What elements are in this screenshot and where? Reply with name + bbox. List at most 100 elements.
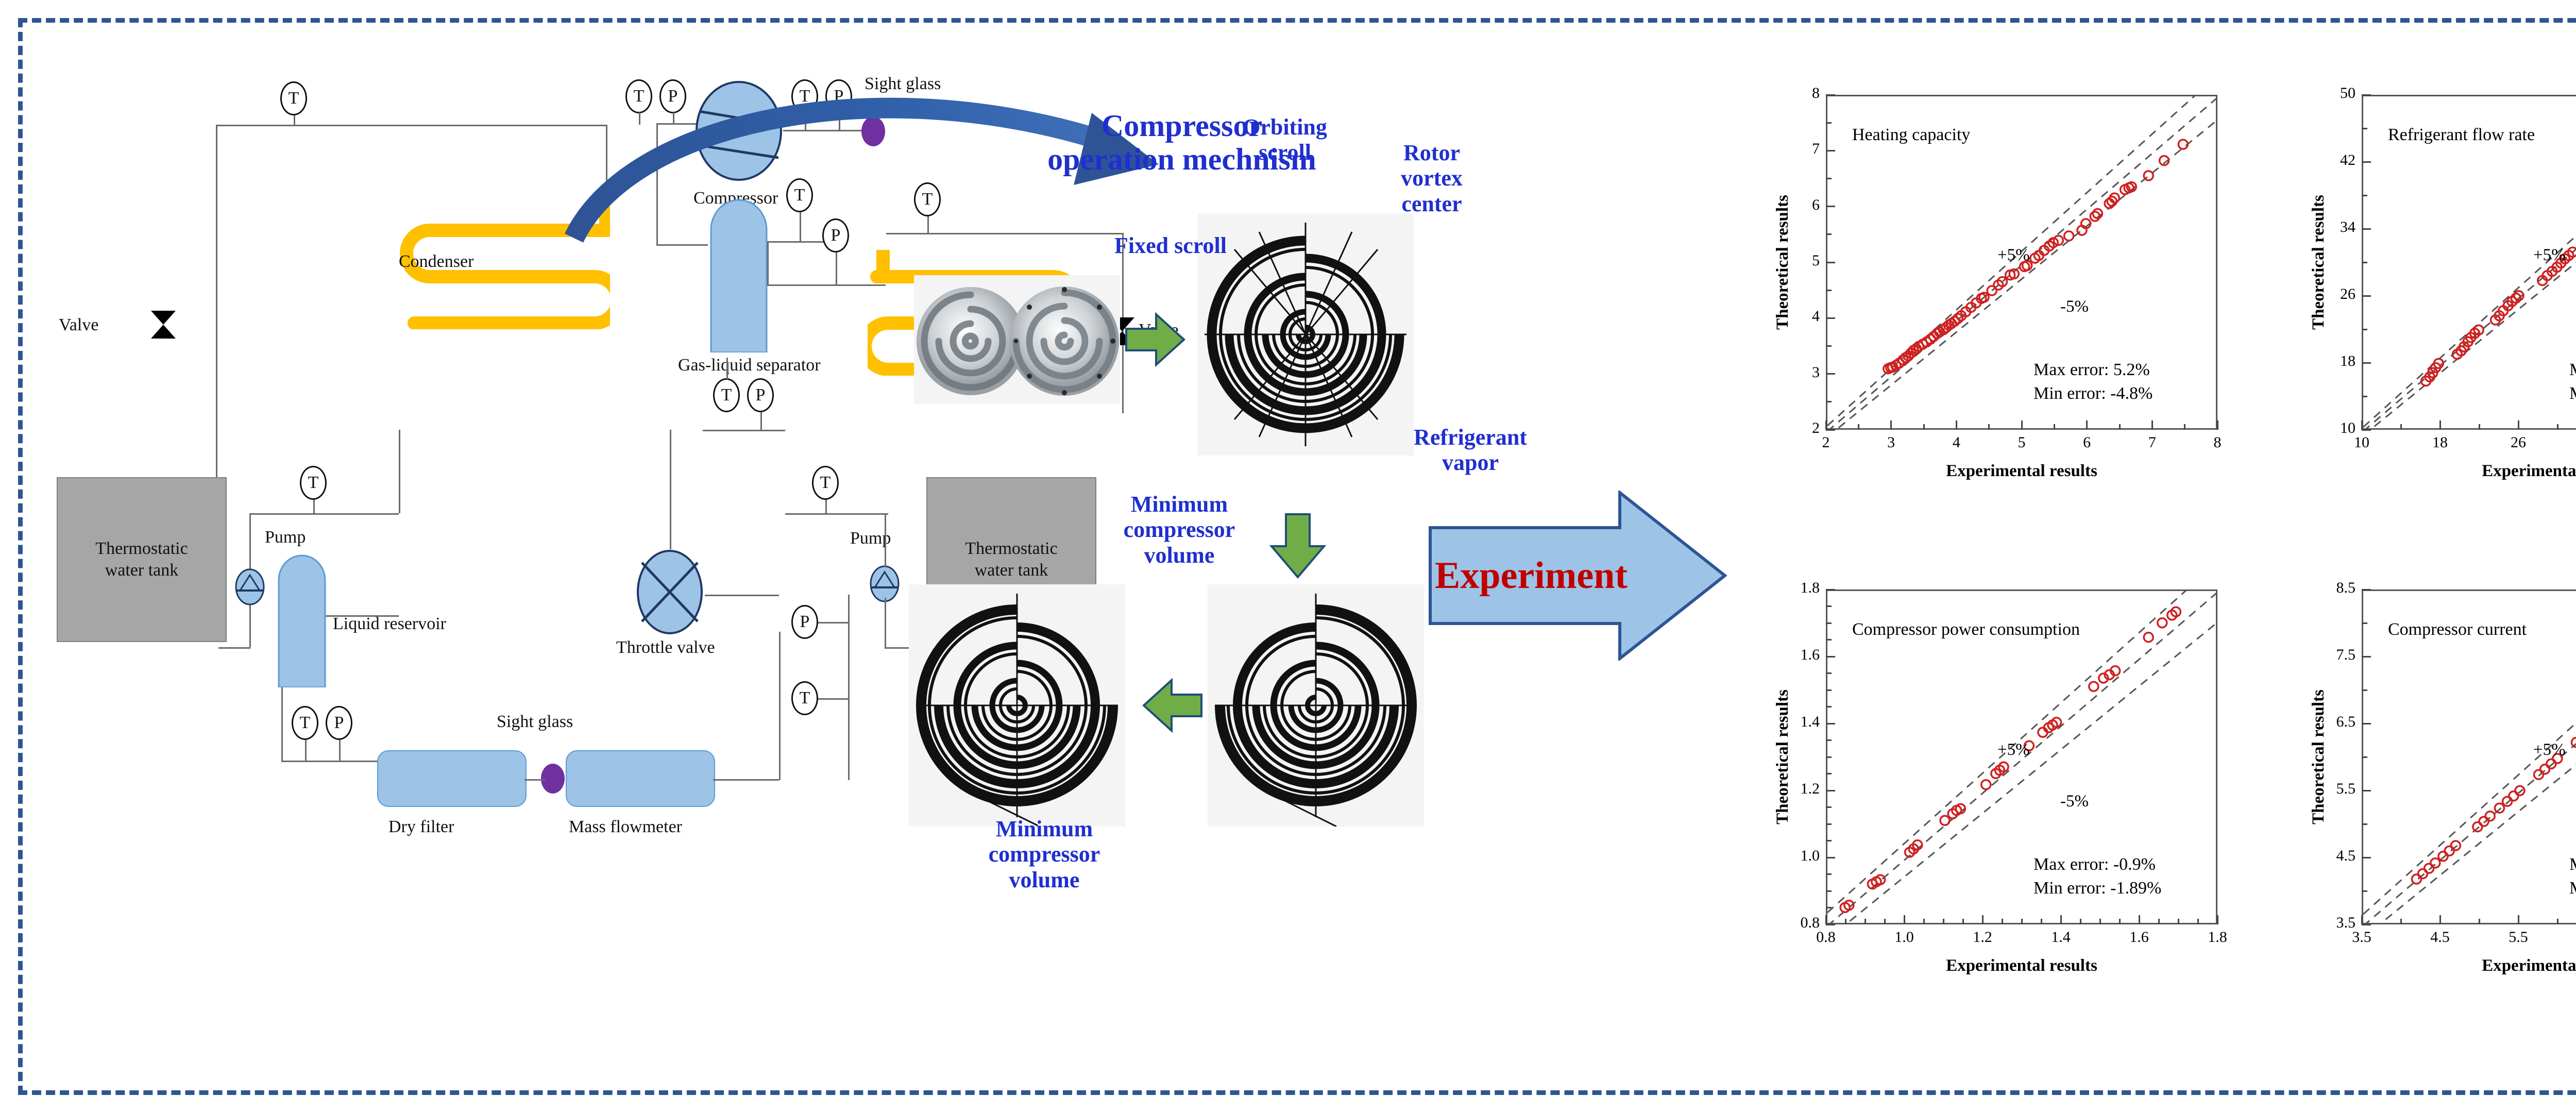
y-axis-tick	[1826, 655, 1835, 657]
y-axis-minor-tick	[1826, 639, 1832, 640]
y-axis-minor-tick	[1826, 840, 1832, 841]
pipe	[800, 212, 801, 241]
x-axis-tick	[2361, 915, 2363, 924]
x-axis-minor-tick	[2079, 919, 2081, 924]
scroll-plates-photo	[914, 275, 1120, 404]
refrigerant-vapor-label-line1: Refrigerant	[1414, 425, 1527, 450]
rotor-vortex-center-label-line2: vortex	[1401, 165, 1463, 191]
pipe	[767, 241, 834, 243]
x-axis-tick-label: 2	[1822, 434, 1830, 451]
y-axis-minor-tick	[1826, 122, 1832, 124]
valve-icon	[151, 311, 176, 339]
max-error-text: Max error: -0.9%	[2033, 855, 2156, 874]
orbiting-scroll-label-line2: scroll	[1259, 140, 1311, 165]
y-axis-tick-label: 3.5	[2336, 914, 2356, 931]
y-axis-tick-label: 7.5	[2336, 646, 2356, 663]
min-compressor-volume-bottom-line1: Minimum	[995, 816, 1093, 841]
y-axis-minor-tick	[1826, 672, 1832, 674]
y-axis-tick	[1826, 373, 1835, 375]
y-axis-minor-tick	[2362, 890, 2367, 892]
y-axis-tick-label: 6.5	[2336, 713, 2356, 730]
pipe	[670, 430, 671, 549]
x-axis-tick	[1903, 915, 1905, 924]
x-axis-minor-tick	[2556, 424, 2558, 430]
x-axis-tick-label: 8	[2213, 434, 2222, 451]
condenser-label: Condenser	[399, 252, 474, 271]
chart-title: Compressor power consumption	[1852, 620, 2080, 639]
pipe	[839, 112, 840, 130]
y-axis-tick	[1826, 789, 1835, 791]
y-axis-tick-label: 50	[2340, 85, 2355, 102]
upper-band-label: +5%	[1997, 740, 2030, 759]
y-axis-tick-label: 1.2	[1800, 780, 1820, 797]
validation-charts-panel: Heating capacity+5%-5%Max error: 5.2%Min…	[1764, 85, 2576, 1074]
temperature-sensor: T	[791, 681, 818, 715]
y-axis-minor-tick	[2362, 127, 2367, 129]
lower-band-label: -5%	[2060, 297, 2089, 316]
orbiting-scroll-label-line1: Orbiting	[1243, 114, 1327, 140]
throttle-valve-label: Throttle valve	[616, 638, 715, 657]
x-axis-tick-label: 1.2	[1973, 929, 1992, 946]
chart-compressor-current: Compressor current+5%-5%Max error: 1.07%…	[2300, 579, 2576, 1022]
y-axis-minor-tick	[1826, 706, 1832, 707]
y-axis-tick-label: 8.5	[2336, 579, 2356, 596]
pipe	[783, 130, 871, 131]
upper-band-label: +5%	[1997, 246, 2030, 264]
y-axis-tick-label: 18	[2340, 352, 2355, 369]
y-axis-tick	[2362, 94, 2371, 96]
x-axis-tick-label: 6	[2083, 434, 2091, 451]
x-axis-title: Experimental results	[1946, 462, 2097, 480]
upper-band-label: +5%	[2533, 740, 2566, 759]
y-axis-tick-label: 0.8	[1800, 914, 1820, 931]
tank-label-line1: Thermostatic	[95, 538, 188, 558]
plot-area: Compressor current+5%-5%Max error: 1.07%…	[2362, 589, 2576, 924]
pressure-sensor: P	[326, 706, 352, 740]
pipe	[216, 125, 607, 126]
x-axis-tick-label: 1.0	[1894, 929, 1914, 946]
green-arrow-down-icon	[1269, 513, 1326, 579]
x-axis-minor-tick	[2184, 424, 2186, 430]
chart-refrigerant-flow-rate: Refrigerant flow rate+5%-5%Max error: 4.…	[2300, 85, 2576, 528]
x-axis-minor-tick	[2400, 919, 2402, 924]
x-axis-minor-tick	[1857, 424, 1859, 430]
rotor-vortex-center-label-line1: Rotor	[1403, 140, 1460, 165]
y-axis-tick	[2362, 923, 2371, 925]
pipe	[606, 125, 607, 216]
pipe	[281, 687, 283, 762]
x-axis-minor-tick	[2099, 919, 2101, 924]
x-axis-tick-label: 0.8	[1816, 929, 1836, 946]
scroll-pair-diagram-bottom-right	[1208, 584, 1424, 828]
x-axis-minor-tick	[2119, 919, 2121, 924]
x-axis-tick-label: 1.4	[2051, 929, 2071, 946]
y-axis-minor-tick	[1826, 756, 1832, 758]
pipe	[218, 647, 250, 649]
plot-area: Heating capacity+5%-5%Max error: 5.2%Min…	[1826, 95, 2217, 430]
x-axis-tick	[2060, 915, 2062, 924]
x-axis-tick	[1825, 420, 1827, 430]
experiment-arrow: Experiment	[1428, 489, 1727, 663]
sight-glass-icon	[861, 116, 885, 146]
y-axis-tick	[2362, 362, 2371, 364]
x-axis-minor-tick	[2478, 424, 2480, 430]
y-axis-tick	[2362, 295, 2371, 297]
x-axis-minor-tick	[1844, 919, 1846, 924]
x-axis-title: Experimental results	[2482, 462, 2576, 480]
y-axis-tick-label: 10	[2340, 419, 2355, 436]
pipe	[825, 500, 827, 513]
x-axis-tick	[1981, 915, 1984, 924]
scroll-pair-diagram-bottom-left	[909, 584, 1125, 827]
y-axis-minor-tick	[1826, 873, 1832, 875]
max-error-text: Max error: 1.07%	[2569, 853, 2576, 876]
y-axis-tick	[1826, 317, 1835, 319]
rotor-vortex-center-label-line3: center	[1401, 191, 1462, 216]
y-axis-tick-label: 6	[1812, 196, 1820, 213]
y-axis-tick-label: 1.8	[1800, 579, 1820, 596]
experiment-arrow-label: Experiment	[1434, 554, 1628, 597]
y-axis-tick-label: 26	[2340, 285, 2355, 302]
y-axis-tick-label: 7	[1812, 140, 1820, 158]
y-axis-tick	[2362, 655, 2371, 657]
y-axis-minor-tick	[1826, 178, 1832, 179]
max-error-text: Max error: 5.2%	[2033, 360, 2150, 379]
dry-filter-icon	[377, 750, 527, 807]
mass-flowmeter-label: Mass flowmeter	[569, 817, 683, 836]
